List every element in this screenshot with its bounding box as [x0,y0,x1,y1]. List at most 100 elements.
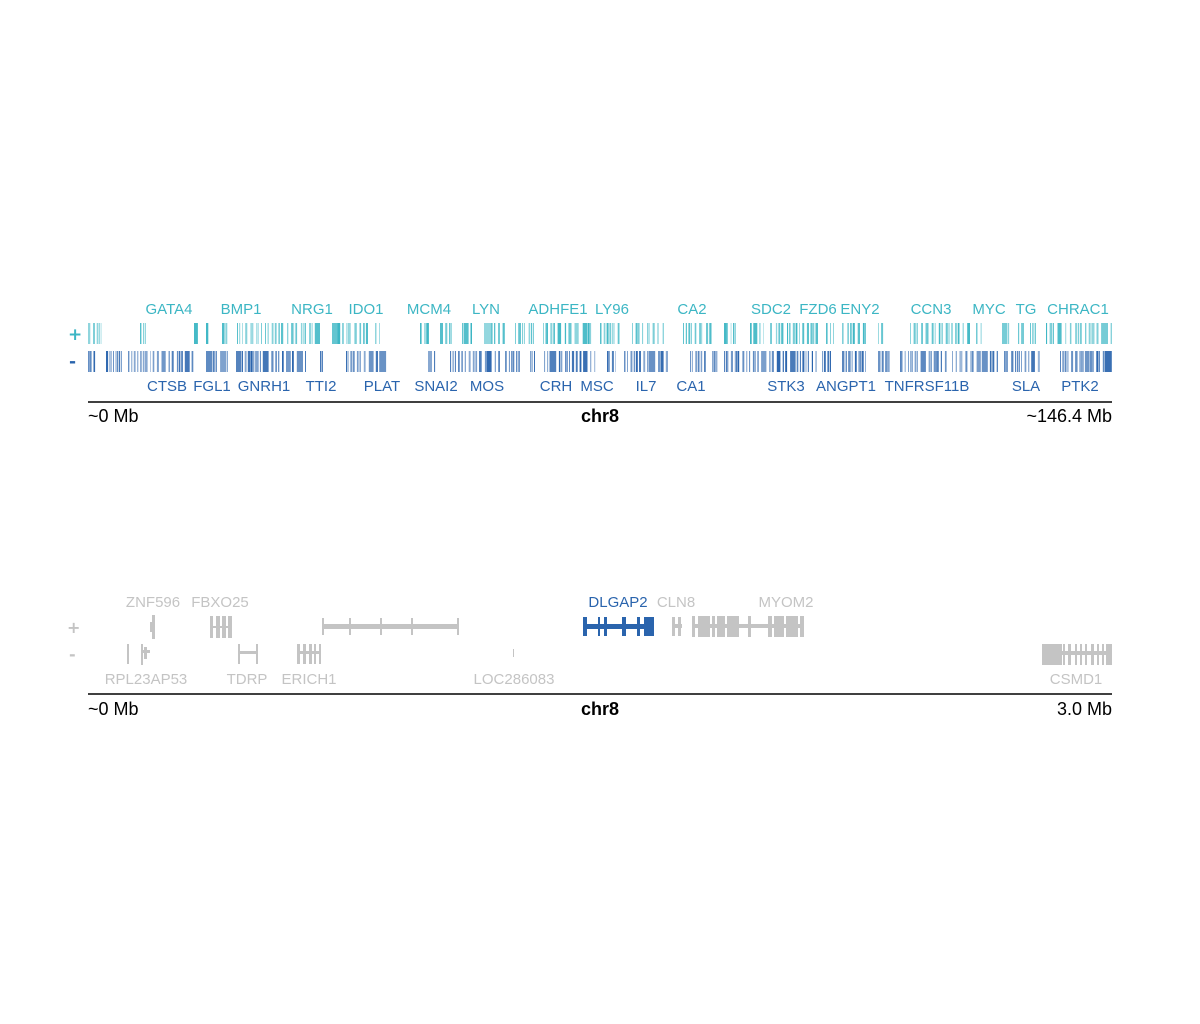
gene-tick [709,323,712,344]
gene-tick [550,323,553,344]
gene-tick [1104,351,1112,372]
gene-tick [292,351,294,372]
gene-tick [565,351,567,372]
gene-tick [658,351,661,372]
gene-tick [1088,323,1091,344]
gene-tick [278,351,280,372]
gene-tick [657,323,659,344]
overview-end-label: ~146.4 Mb [1026,406,1112,426]
gene-tick [590,351,592,372]
gene-tick [220,351,227,372]
gene-tick [944,351,947,372]
gene-tick [250,323,252,344]
gene-tick [881,351,884,372]
overview-plus-gene-labels: GATA4 BMP1 NRG1 IDO1 MCM4 LYN ADHFE1 LY9… [146,301,1109,318]
gene-tick [300,323,303,344]
gene-label: IL7 [636,378,657,395]
gene-tick [910,323,911,344]
gene-tick [582,323,588,344]
gene-tick [970,351,972,372]
gene-tick [255,351,259,372]
gene-tick [481,351,482,372]
gene-tick [815,323,818,344]
gene-tick [962,323,964,344]
gene-tick [252,351,255,372]
highlighted-gene-label: DLGAP2 [588,594,647,611]
gene-tick [215,351,217,372]
gene-label: SDC2 [751,301,791,318]
gene-tick [742,351,745,372]
gene-tick [771,351,774,372]
gene-label: ERICH1 [281,671,336,688]
gene-tick [278,323,280,344]
gene-tick [569,351,570,372]
plus-strand-label: + [68,325,82,345]
gene-tick [574,323,579,344]
gene-tick [864,323,866,344]
gene-label: CHRAC1 [1047,301,1109,318]
gene-tick [854,351,857,372]
gene-label: MSC [580,378,614,395]
gene-tick [930,351,932,372]
gene-tick [594,351,596,372]
gene-tick [648,323,650,344]
gene-model-loc286083 [513,649,514,657]
gene-tick [420,323,422,344]
gene-tick [461,351,463,372]
gene-tick [730,323,732,344]
gene-tick [842,323,844,344]
gene-tick [206,351,212,372]
gene-tick [1062,351,1064,372]
gene-tick [715,351,717,372]
gene-tick [271,351,274,372]
gene-tick [516,351,518,372]
gene-tick [528,323,531,344]
gene-tick [637,323,639,344]
gene-tick [137,351,139,372]
minus-strand-label: - [69,352,76,372]
gene-tick [642,323,644,344]
gene-tick [940,351,942,372]
gene-tick [991,351,993,372]
gene-tick [1091,323,1095,344]
gene-tick [753,323,758,344]
gene-tick [648,351,656,372]
gene-tick [1064,351,1067,372]
gene-tick [759,323,761,344]
gene-label: ANGPT1 [816,378,876,395]
gene-label: ZNF596 [126,594,180,611]
gene-tick [90,351,92,372]
gene-tick [424,323,426,344]
gene-tick [530,323,533,344]
gene-tick [845,351,847,372]
overview-minus-strand-track [88,351,1112,372]
gene-tick [1011,351,1014,372]
gene-tick [613,323,615,344]
gene-model-tdrp [238,644,258,664]
gene-tick [724,351,725,372]
gene-label: MCM4 [407,301,451,318]
gene-tick [206,323,209,344]
gene-tick [1098,351,1100,372]
gene-label: TG [1016,301,1037,318]
gene-tick [633,351,636,372]
gene-tick [120,351,122,372]
zoom-panel: ZNF596 FBXO25 DLGAP2 CLN8 MYOM2 + - [67,594,1112,719]
gene-tick [237,323,238,344]
gene-tick [1060,351,1061,372]
gene-tick [375,323,377,344]
gene-model-csmd1 [1042,644,1112,665]
gene-tick [252,323,254,344]
gene-tick [349,323,351,344]
gene-tick [787,323,789,344]
gene-tick [359,351,361,372]
gene-tick [498,323,500,344]
gene-label: CTSB [147,378,187,395]
gene-tick [530,351,531,372]
gene-tick [1049,323,1051,344]
gene-tick [859,351,862,372]
gene-tick [886,351,888,372]
gene-tick [688,323,691,344]
gene-tick [926,323,929,344]
gene-tick [363,351,366,372]
